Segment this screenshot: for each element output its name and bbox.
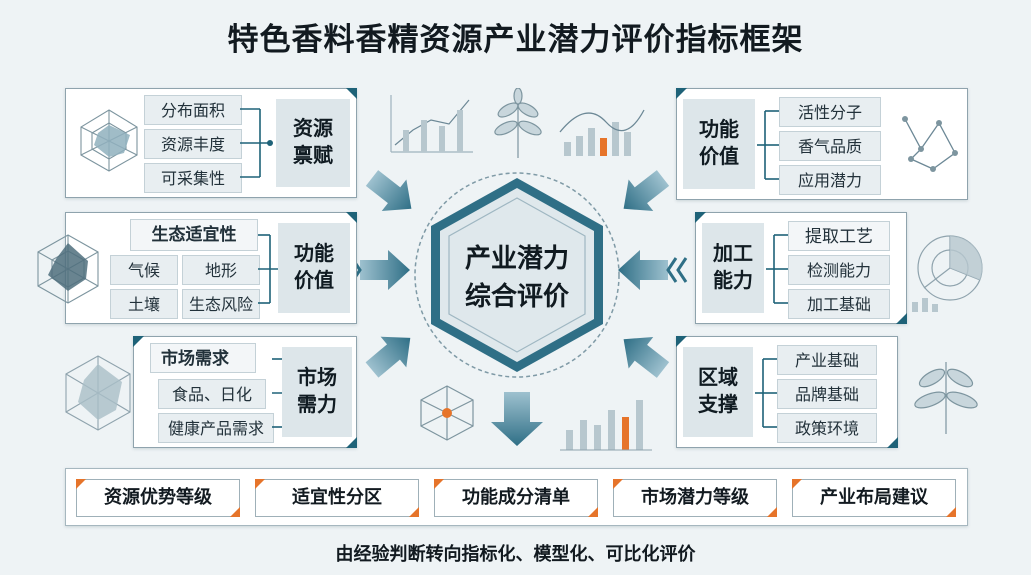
category-market-demand: 市场 需力 — [282, 347, 352, 437]
category-line-1: 功能 — [294, 241, 334, 265]
category-function-value-right: 功能 价值 — [683, 99, 755, 189]
processing-item-2: 检测能力 — [788, 255, 890, 285]
decorative-pie-chart — [912, 235, 983, 312]
category-line-1: 功能 — [699, 117, 739, 141]
category-line-1: 加工 — [713, 241, 753, 265]
center-hexagon — [414, 172, 620, 378]
bracket-connector — [240, 108, 273, 178]
category-line-1: 区域 — [698, 365, 738, 389]
market-header: 市场需求 — [150, 343, 256, 373]
panel-ecological-suitability: 生态适宜性 气候 地形 土壤 生态风险 功能 价值 — [37, 212, 357, 324]
ecology-header: 生态适宜性 — [130, 219, 258, 251]
output-resource-advantage: 资源优势等级 — [76, 479, 240, 517]
output-industry-layout: 产业布局建议 — [792, 479, 956, 517]
panel-processing-capacity: 加工 能力 提取工艺 检测能力 加工基础 — [695, 212, 907, 324]
panel-resource-endowment: 分布面积 资源丰度 可采集性 资源 禀赋 — [65, 88, 357, 198]
category-regional-support: 区域 支撑 — [683, 347, 753, 437]
processing-item-1: 提取工艺 — [788, 221, 890, 251]
processing-item-3: 加工基础 — [788, 289, 890, 319]
ecology-item-risk: 生态风险 — [182, 289, 260, 319]
decorative-cube — [420, 385, 474, 441]
bracket-connector — [755, 358, 777, 428]
output-market-potential: 市场潜力等级 — [613, 479, 777, 517]
center-line-2: 综合评价 — [464, 282, 569, 312]
category-line-2: 禀赋 — [293, 143, 333, 167]
function-item-2: 香气品质 — [779, 131, 881, 161]
radar-icon — [80, 109, 138, 172]
category-line-1: 市场 — [297, 365, 337, 389]
decorative-line-chart-1 — [390, 95, 473, 153]
output-functional-components: 功能成分清单 — [434, 479, 598, 517]
molecule-icon — [902, 116, 958, 172]
function-item-3: 应用潜力 — [779, 165, 881, 195]
footer-caption: 由经验判断转向指标化、模型化、可比化评价 — [335, 544, 696, 565]
market-item-health: 健康产品需求 — [158, 413, 274, 443]
ecology-item-soil: 土壤 — [110, 289, 178, 319]
center-label: 产业潜力 综合评价 — [437, 240, 597, 316]
category-line-2: 价值 — [699, 144, 739, 168]
decorative-radar-3 — [65, 355, 131, 431]
resource-item-2: 资源丰度 — [144, 129, 242, 159]
regional-item-3: 政策环境 — [777, 413, 877, 443]
category-processing-capacity: 加工 能力 — [702, 223, 764, 313]
center-line-1: 产业潜力 — [464, 244, 569, 274]
category-resource-endowment: 资源 禀赋 — [276, 99, 350, 187]
category-line-2: 价值 — [294, 268, 334, 292]
bracket-connector — [766, 234, 788, 304]
page-title: 特色香料香精资源产业潜力评价指标框架 — [227, 22, 804, 58]
resource-item-3: 可采集性 — [144, 163, 242, 193]
resource-item-1: 分布面积 — [144, 95, 242, 125]
regional-item-2: 品牌基础 — [777, 379, 877, 409]
ecology-item-terrain: 地形 — [182, 255, 260, 285]
radar-icon — [37, 234, 99, 304]
panel-market-demand: 市场需求 食品、日化 健康产品需求 市场 需力 — [133, 336, 357, 448]
market-item-food: 食品、日化 — [158, 379, 266, 409]
bracket-connector — [258, 234, 278, 304]
ecology-item-climate: 气候 — [110, 255, 178, 285]
function-item-1: 活性分子 — [779, 97, 881, 127]
output-suitability-zoning: 适宜性分区 — [255, 479, 419, 517]
category-line-2: 需力 — [297, 392, 337, 416]
bracket-connector — [757, 110, 779, 180]
decorative-plant-1 — [494, 88, 542, 158]
decorative-bar-chart-1 — [559, 109, 645, 156]
category-line-2: 能力 — [713, 268, 753, 292]
category-line-2: 支撑 — [698, 392, 738, 416]
panel-function-value-right: 功能 价值 活性分子 香气品质 应用潜力 — [676, 88, 968, 200]
category-line-1: 资源 — [293, 116, 333, 140]
decorative-plant-2 — [914, 362, 978, 434]
regional-item-1: 产业基础 — [777, 345, 877, 375]
panel-regional-support: 区域 支撑 产业基础 品牌基础 政策环境 — [676, 336, 898, 448]
decorative-bar-chart-2 — [560, 400, 652, 451]
category-function-value-left: 功能 价值 — [278, 223, 350, 313]
